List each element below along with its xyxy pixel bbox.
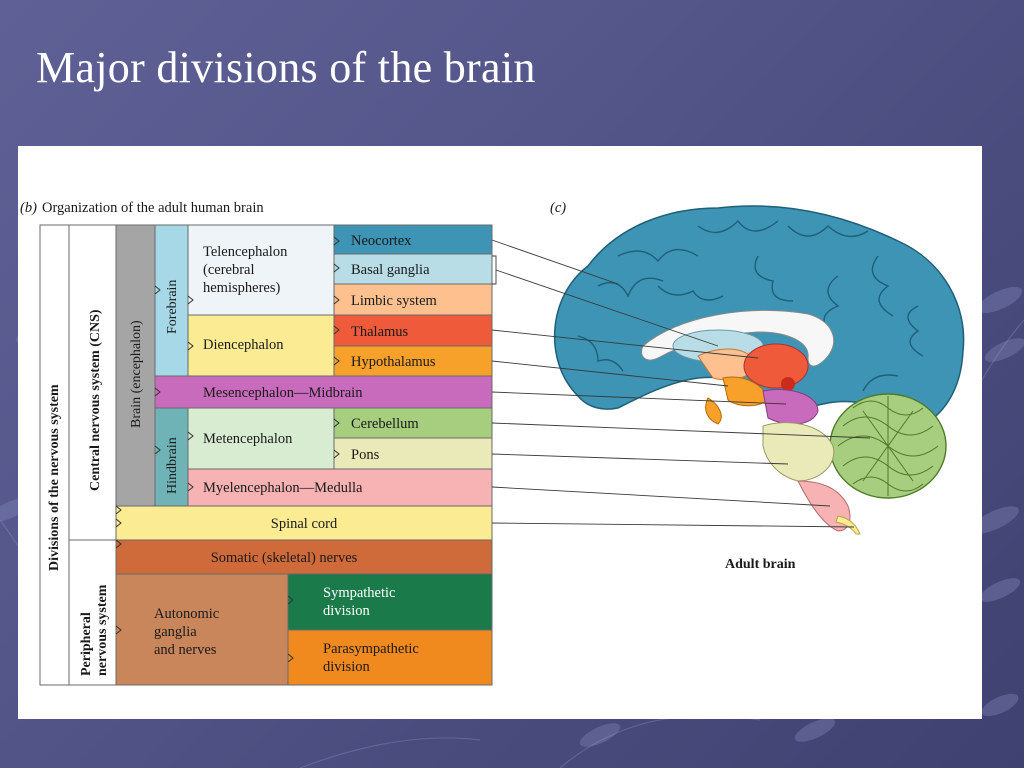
cerebellum-region	[829, 393, 947, 499]
metencephalon-label: Metencephalon	[203, 431, 293, 447]
autonomic-line3: and nerves	[154, 642, 217, 658]
diencephalon-box: Diencephalon	[187, 314, 335, 377]
hypothalamus-box: Hypothalamus	[333, 345, 493, 377]
brain-organization-diagram: (b) Organization of the adult human brai…	[20, 200, 965, 686]
hindbrain-column: Hindbrain	[154, 407, 189, 507]
metencephalon-box: Metencephalon	[187, 407, 335, 470]
autonomic-box: Autonomic ganglia and nerves	[115, 573, 289, 686]
forebrain-column: Forebrain	[154, 224, 189, 377]
divisions-label: Divisions of the nervous system	[47, 384, 62, 571]
mesencephalon-label: Mesencephalon—Midbrain	[203, 385, 363, 401]
brain-column: Brain (encephalon)	[115, 224, 156, 507]
limbic-system-label: Limbic system	[351, 293, 438, 309]
telencephalon-line1: Telencephalon	[203, 244, 288, 260]
hindbrain-label: Hindbrain	[165, 437, 180, 494]
brain-illustration	[553, 205, 965, 535]
mesencephalon-box: Mesencephalon—Midbrain	[154, 375, 493, 409]
autonomic-line1: Autonomic	[154, 606, 219, 622]
chevron-connectors	[115, 236, 340, 663]
forebrain-label: Forebrain	[165, 280, 180, 334]
adult-brain-caption: Adult brain	[725, 557, 796, 572]
panel-c-letter: (c)	[550, 200, 566, 216]
limbic-system-box: Limbic system	[333, 283, 493, 316]
diencephalon-label: Diencephalon	[203, 337, 284, 353]
thalamus-label: Thalamus	[351, 324, 409, 340]
somatic-nerves-box: Somatic (skeletal) nerves	[115, 539, 493, 575]
divisions-column: Divisions of the nervous system	[39, 224, 70, 686]
somatic-nerves-label: Somatic (skeletal) nerves	[211, 550, 358, 566]
peripheral-column: Peripheral nervous system	[68, 539, 117, 686]
telencephalon-line2: (cerebral	[203, 262, 255, 278]
panel-b-letter: (b)	[20, 200, 37, 216]
figure-panel: (b) Organization of the adult human brai…	[18, 146, 982, 719]
hypothalamus-label: Hypothalamus	[351, 354, 436, 370]
thalamus-box: Thalamus	[333, 314, 493, 347]
gyri-lines	[577, 219, 924, 392]
pons-label: Pons	[351, 447, 380, 463]
telencephalon-line3: hemispheres)	[203, 280, 280, 296]
parasympathetic-line1: Parasympathetic	[323, 641, 419, 657]
parasympathetic-box: Parasympathetic division	[287, 629, 493, 686]
leader-lines	[491, 239, 871, 528]
cerebellum-box: Cerebellum	[333, 407, 493, 439]
myelencephalon-label: Myelencephalon—Medulla	[203, 480, 363, 496]
spinal-cord-box: Spinal cord	[115, 505, 493, 541]
cerebellum-label: Cerebellum	[351, 416, 419, 432]
cns-label: Central nervous system (CNS)	[88, 309, 103, 491]
panel-b-heading: Organization of the adult human brain	[42, 200, 264, 216]
spinal-cord-label: Spinal cord	[271, 516, 338, 532]
telencephalon-box: Telencephalon (cerebral hemispheres)	[187, 224, 335, 316]
neocortex-label: Neocortex	[351, 233, 412, 249]
slide-title: Major divisions of the brain	[36, 43, 536, 92]
myelencephalon-box: Myelencephalon—Medulla	[187, 468, 493, 507]
neocortex-box: Neocortex	[333, 224, 493, 255]
spinal-region	[835, 515, 861, 535]
parasympathetic-line2: division	[323, 659, 370, 675]
peripheral-label-line2: nervous system	[95, 584, 110, 676]
sympathetic-line1: Sympathetic	[323, 585, 396, 601]
pons-region	[762, 422, 835, 482]
brain-label: Brain (encephalon)	[129, 320, 144, 428]
basal-ganglia-label: Basal ganglia	[351, 262, 430, 278]
sympathetic-line2: division	[323, 603, 370, 619]
thalamus-region	[743, 343, 809, 389]
pons-box: Pons	[333, 437, 493, 470]
peripheral-label-line1: Peripheral	[79, 612, 94, 676]
sympathetic-box: Sympathetic division	[287, 573, 493, 631]
autonomic-line2: ganglia	[154, 624, 197, 640]
cns-column: Central nervous system (CNS)	[68, 224, 117, 541]
basal-ganglia-box: Basal ganglia	[333, 253, 493, 285]
